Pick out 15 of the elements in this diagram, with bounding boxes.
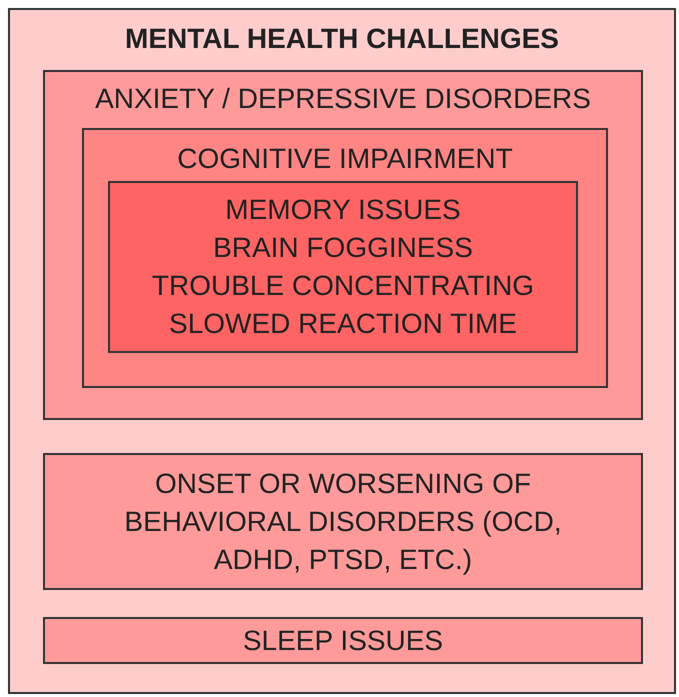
category-box [43, 70, 643, 420]
symptom-text: SLOWED REACTION TIME [169, 307, 517, 341]
symptom-text: MEMORY ISSUES [225, 193, 461, 227]
box-heading: MENTAL HEALTH CHALLENGES [125, 22, 559, 56]
category-box [43, 453, 643, 590]
box-text: ONSET OR WORSENING OF BEHAVIORAL DISORDERS (OCD, ADHD, PTSD, ETC.) [123, 466, 563, 577]
symptom-box [108, 181, 578, 353]
box-heading: COGNITIVE IMPAIRMENT [177, 142, 513, 176]
box-heading: ANXIETY / DEPRESSIVE DISORDERS [95, 82, 591, 116]
symptom-text: BRAIN FOGGINESS [213, 231, 473, 265]
outer-panel [8, 8, 676, 694]
category-box [43, 617, 643, 664]
symptom-text: TROUBLE CONCENTRATING [152, 269, 534, 303]
box-text: SLEEP ISSUES [242, 624, 444, 658]
category-box [82, 128, 608, 388]
